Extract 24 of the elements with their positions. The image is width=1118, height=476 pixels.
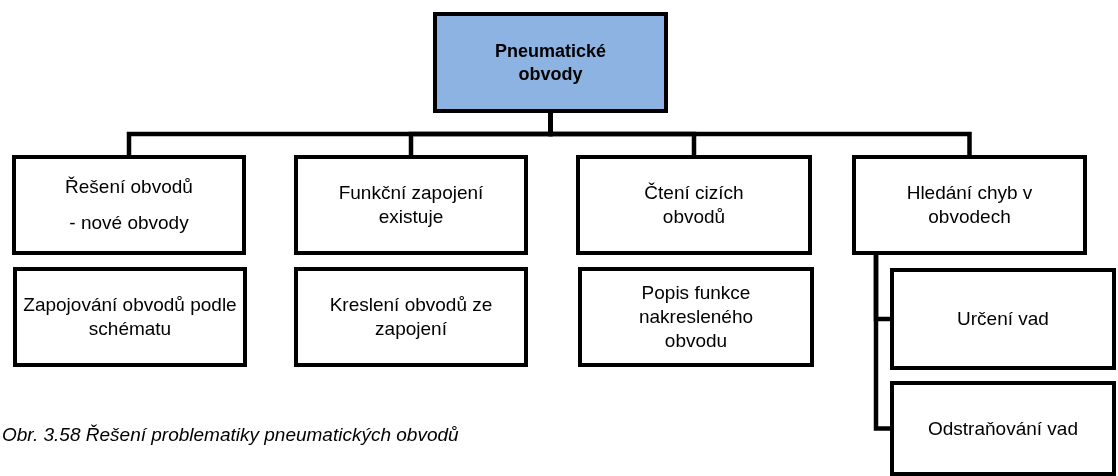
topic-box [890,381,1116,476]
box-text: Určení vad [957,307,1049,331]
box-text: Zapojování obvodů podle schématu [22,293,238,341]
box-text: Funkční zapojení existuje [337,181,485,229]
box-text: Řešení obvodů [65,175,193,199]
box-text: Popis funkce nakresleného obvodu [637,281,755,353]
box-text: Odstraňování vad [928,416,1078,441]
topic-box [578,267,814,367]
topic-box [576,155,812,255]
figure-caption: Obr. 3.58 Řešení problematiky pneumatických obvodů [2,424,459,446]
box-text: Čtení cizích obvodů [643,181,745,229]
topic-box [852,155,1087,255]
root-box [433,12,668,113]
connector-line [548,113,972,155]
topic-box [294,155,528,255]
box-text: Hledání chyb v obvodech [905,181,1034,229]
box-text: - nové obvody [69,211,189,235]
topic-box [294,267,528,367]
box-text: Kreslení obvodů ze zapojení [328,293,494,341]
topic-box [13,267,247,367]
topic-box [890,268,1116,370]
connector-line [873,255,890,431]
box-text: Pneumatické obvody [494,40,607,85]
topic-box [12,155,246,255]
